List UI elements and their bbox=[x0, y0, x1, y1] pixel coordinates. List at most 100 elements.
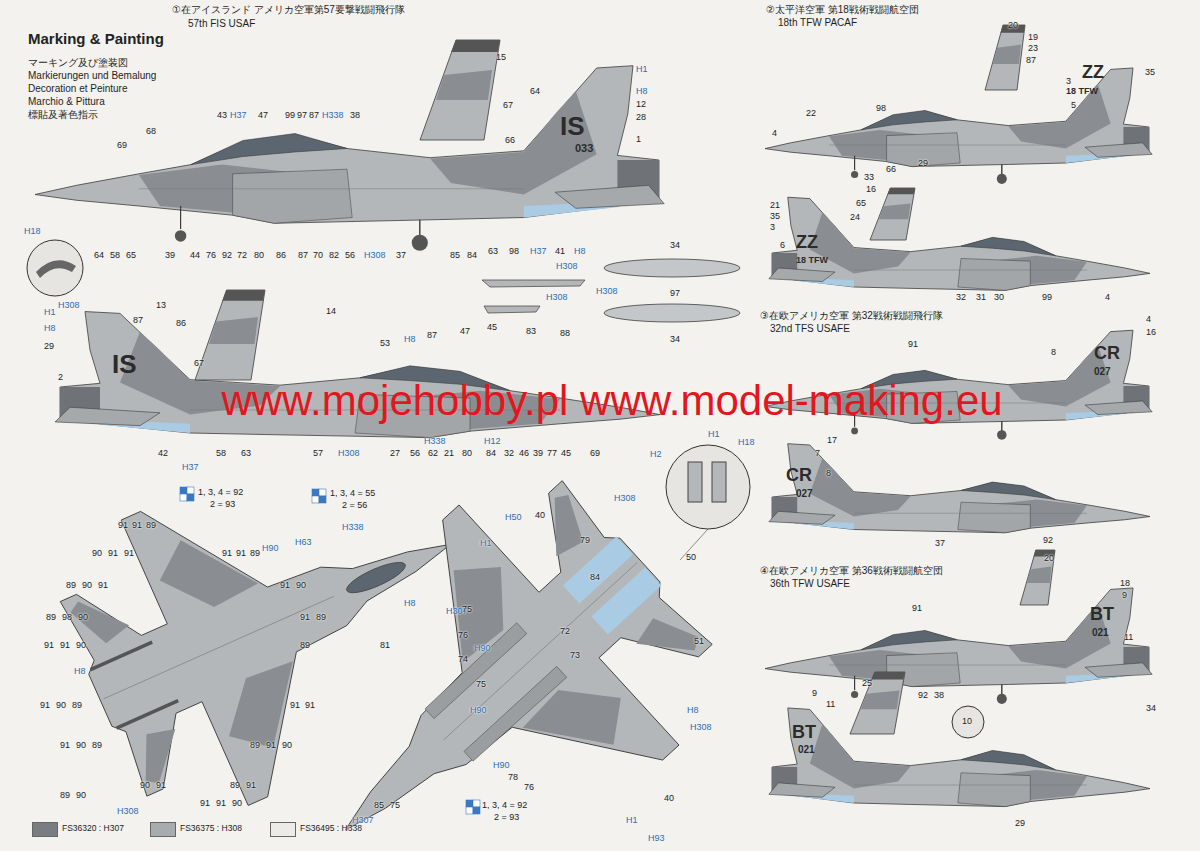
stabilizer bbox=[769, 783, 835, 797]
intake bbox=[958, 258, 1030, 290]
tail-code: 021 bbox=[798, 744, 815, 756]
callout-number: 75 bbox=[476, 679, 486, 689]
panel-line bbox=[139, 188, 524, 189]
callout-number: 56 bbox=[410, 448, 420, 458]
callout-number: 91 bbox=[40, 700, 50, 710]
legend-swatch bbox=[270, 822, 296, 837]
stabilizer bbox=[55, 407, 160, 425]
paint-code: H1 bbox=[480, 538, 492, 548]
panel-line bbox=[829, 665, 1066, 666]
callout-number: 91 bbox=[44, 640, 54, 650]
callout-number: 82 bbox=[329, 250, 339, 260]
callout-number: 90 bbox=[232, 798, 242, 808]
callout-number: 87 bbox=[427, 330, 437, 340]
paint-code: H8 bbox=[74, 666, 86, 676]
camouflage bbox=[520, 663, 641, 783]
heading-text: ②太平洋空軍 第18戦術戦闘航空団 bbox=[766, 4, 919, 16]
wheel bbox=[851, 171, 858, 178]
paint-code: H90 bbox=[262, 543, 279, 553]
callout-number: 99 bbox=[1042, 292, 1052, 302]
fin bbox=[870, 188, 915, 240]
callout-number: 63 bbox=[241, 448, 251, 458]
fin-detail bbox=[420, 40, 500, 140]
checker-square bbox=[466, 800, 473, 807]
fin bbox=[1020, 550, 1055, 605]
aircraft-side-view bbox=[769, 444, 1150, 533]
stabilizer bbox=[1085, 663, 1152, 677]
paint-code: H338 bbox=[322, 110, 344, 120]
callout-number: 91 bbox=[60, 740, 70, 750]
callout-number: 66 bbox=[505, 135, 515, 145]
tail-code: IS bbox=[560, 112, 585, 142]
callout-number: 89 bbox=[66, 580, 76, 590]
tail-code: IS bbox=[112, 350, 137, 380]
callout-number: 68 bbox=[146, 126, 156, 136]
camouflage bbox=[1008, 84, 1110, 149]
heading-text: ④在欧アメリカ空軍 第36戦術戦闘航空団 bbox=[760, 565, 943, 577]
callout-number: 4 bbox=[1105, 292, 1110, 302]
callout-number: 46 bbox=[519, 448, 529, 458]
callout-number: 91 bbox=[908, 339, 918, 349]
callout-number: 2 = 93 bbox=[494, 812, 519, 822]
tail-code: 027 bbox=[1094, 366, 1111, 378]
callout-number: 23 bbox=[1028, 43, 1038, 53]
callout-number: 83 bbox=[526, 326, 536, 336]
panel-line bbox=[854, 513, 1087, 514]
aircraft-side-view bbox=[769, 197, 1150, 290]
detail-part bbox=[36, 260, 76, 278]
callout-number: 75 bbox=[390, 800, 400, 810]
heading-text: 18th TFW PACAF bbox=[778, 17, 857, 29]
callout-number: 74 bbox=[458, 654, 468, 664]
callout-number: 25 bbox=[862, 678, 872, 688]
paint-code: H37 bbox=[530, 246, 547, 256]
callout-number: 86 bbox=[176, 318, 186, 328]
paint-code: H308 bbox=[690, 722, 712, 732]
callout-number: 89 bbox=[316, 612, 326, 622]
callout-number: 43 bbox=[217, 110, 227, 120]
callout-number: 91 bbox=[305, 700, 315, 710]
vertical-fin bbox=[91, 642, 153, 669]
detail-circle bbox=[952, 706, 984, 738]
callout-number: 89 bbox=[250, 548, 260, 558]
intake bbox=[958, 773, 1030, 807]
wheel bbox=[997, 430, 1007, 440]
paint-code: H308 bbox=[546, 292, 568, 302]
paint-code: H308 bbox=[614, 493, 636, 503]
callout-number: 90 bbox=[82, 580, 92, 590]
camouflage bbox=[413, 545, 534, 665]
callout-number: 76 bbox=[524, 782, 534, 792]
checker-square bbox=[466, 807, 473, 814]
panel-line bbox=[854, 785, 1087, 786]
callout-number: 30 bbox=[994, 292, 1004, 302]
callout-number: 90 bbox=[76, 790, 86, 800]
paint-code: H1 bbox=[626, 815, 638, 825]
callout-number: 17 bbox=[827, 435, 837, 445]
callout-number: 91 bbox=[236, 548, 246, 558]
fin-tip bbox=[222, 290, 265, 301]
callout-number: 35 bbox=[770, 211, 780, 221]
callout-number: 5 bbox=[1071, 100, 1076, 110]
checker-square bbox=[180, 494, 187, 501]
paint-code: H8 bbox=[404, 598, 416, 608]
callout-number: 90 bbox=[78, 612, 88, 622]
callout-number: 78 bbox=[508, 772, 518, 782]
callout-number: 97 bbox=[297, 110, 307, 120]
callout-number: 90 bbox=[76, 740, 86, 750]
paint-code: H308 bbox=[117, 806, 139, 816]
paint-code: H12 bbox=[484, 436, 501, 446]
intake bbox=[424, 623, 527, 719]
paint-code: H1 bbox=[708, 429, 720, 439]
fin-tip bbox=[871, 672, 905, 679]
fin-tip bbox=[451, 40, 500, 52]
legend-text: FS36495 : H338 bbox=[300, 824, 362, 834]
heading-text: ③在欧アメリカ空軍 第32戦術戦闘飛行隊 bbox=[760, 310, 943, 322]
callout-number: 88 bbox=[560, 328, 570, 338]
callout-number: 8 bbox=[826, 468, 831, 478]
camouflage bbox=[631, 604, 703, 676]
paint-code: H37 bbox=[182, 462, 199, 472]
detail-part bbox=[712, 462, 726, 502]
heading-text: ①在アイスランド アメリカ空軍第57要撃戦闘飛行隊 bbox=[172, 4, 405, 16]
fin-detail bbox=[850, 672, 905, 734]
callout-number: 89 bbox=[92, 740, 102, 750]
callout-number: 89 bbox=[146, 520, 156, 530]
